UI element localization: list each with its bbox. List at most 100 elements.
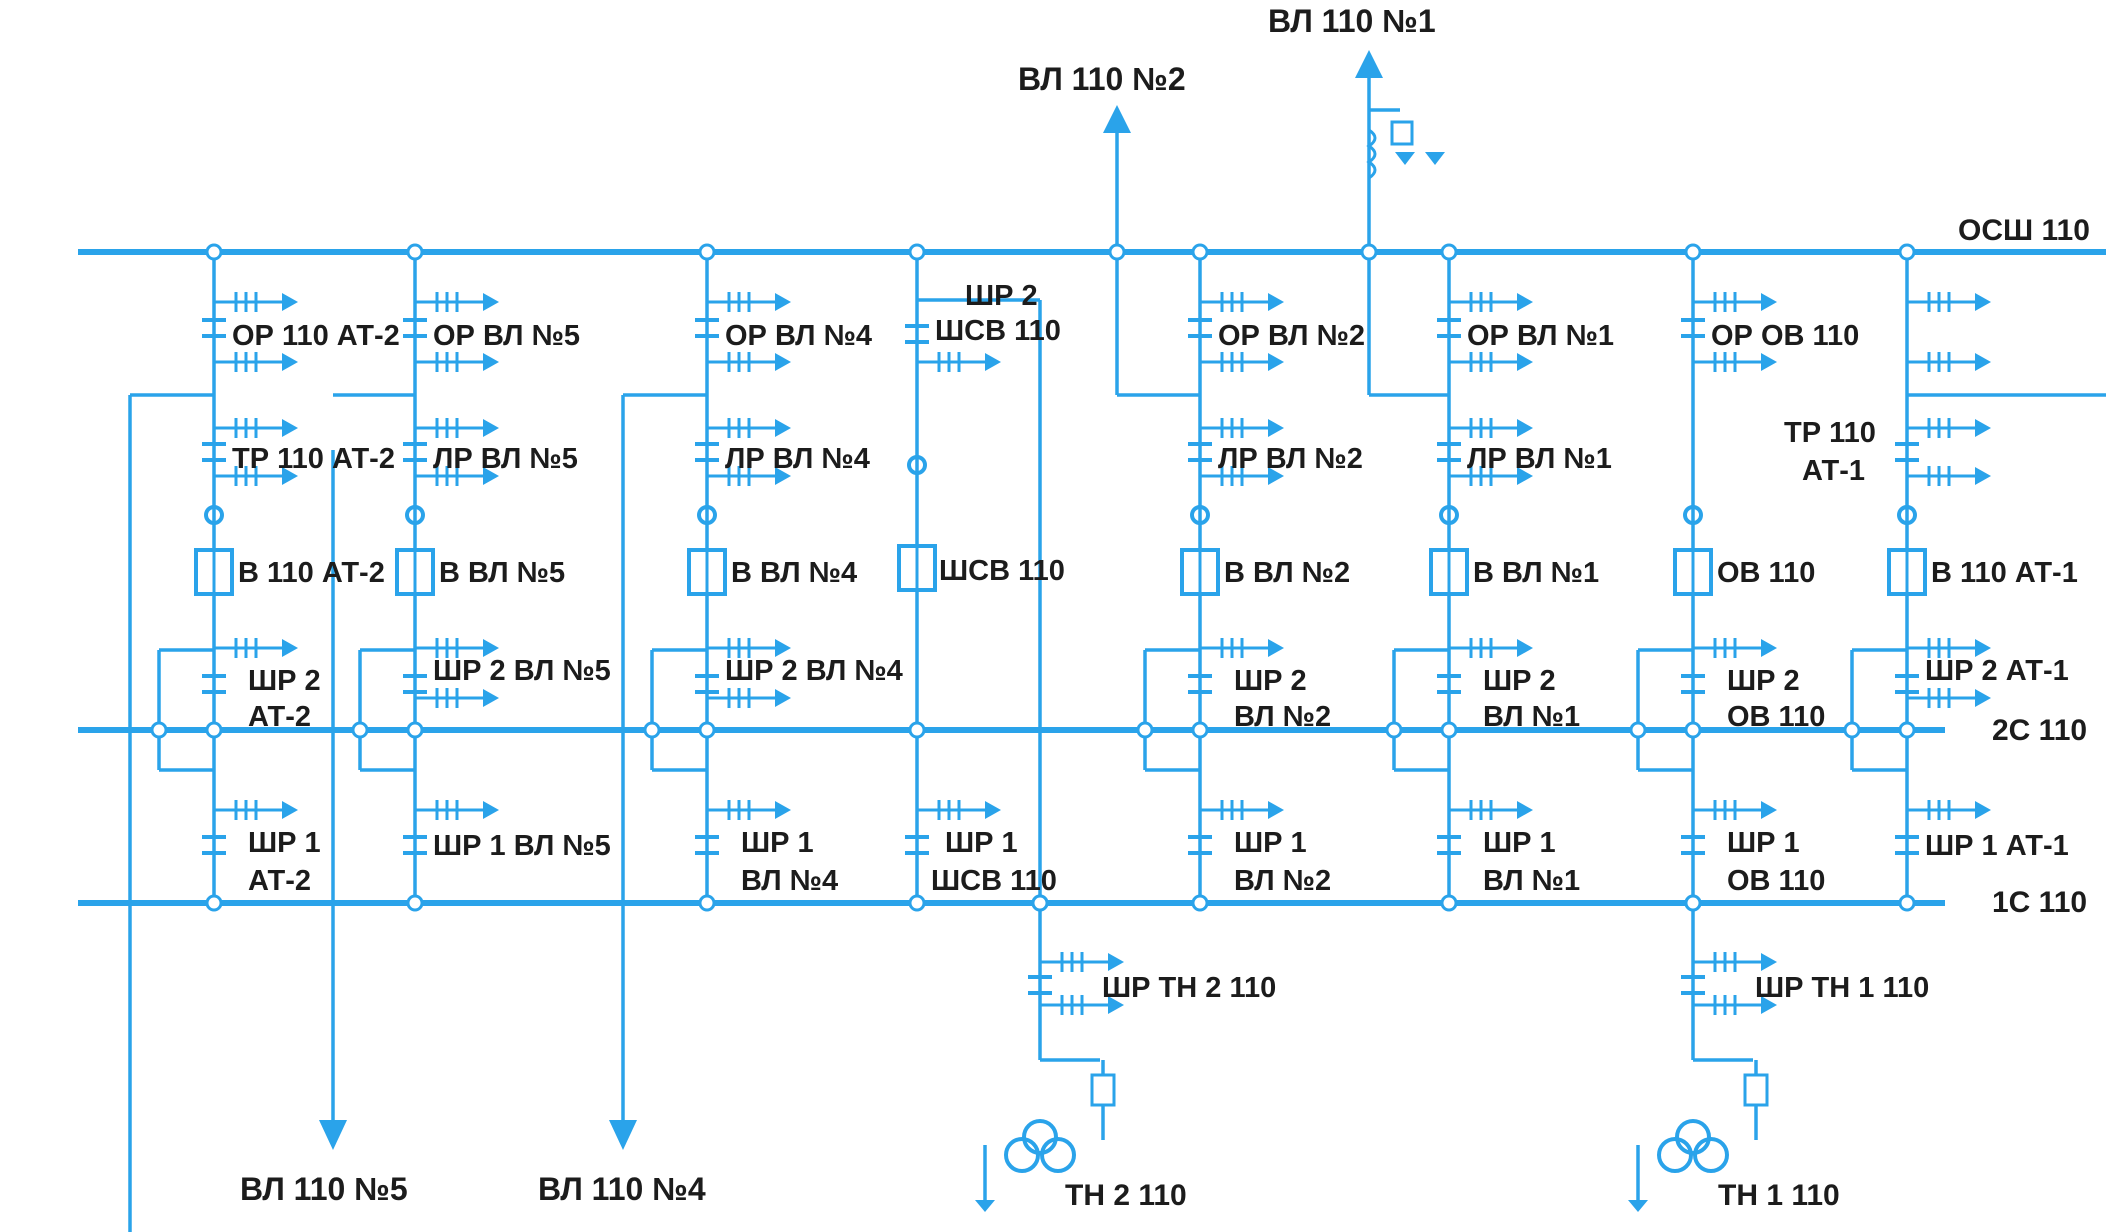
- bus2-disconnector: [202, 674, 226, 694]
- bay-shr2-label: ВЛ №1: [1483, 701, 1580, 733]
- bus2-disconnector: [1681, 674, 1705, 694]
- earth-switch-lower: [1449, 466, 1533, 486]
- earth-arrow: [1268, 293, 1284, 311]
- bay-shr2-label: ШР 2: [1727, 665, 1800, 697]
- junction-node: [1440, 894, 1458, 912]
- earth-switch-lower: [415, 466, 499, 486]
- earth-arrow: [1761, 639, 1777, 657]
- junction-node: [1843, 721, 1861, 739]
- earth-arrow: [1517, 467, 1533, 485]
- line-disconnector: [695, 442, 719, 462]
- bay-breaker-label: В 110 АТ-1: [1931, 557, 2078, 589]
- bay-breaker-label: В ВЛ №4: [731, 557, 857, 589]
- junction-node: [1108, 243, 1126, 261]
- earth-arrow: [282, 353, 298, 371]
- bay-or-label: ОР ВЛ №1: [1467, 320, 1614, 352]
- earth-arrow: [1268, 639, 1284, 657]
- ground-icon: [1628, 1200, 1648, 1212]
- earth-switch-upper: [1907, 418, 1991, 438]
- line-disconnector: [1437, 442, 1461, 462]
- bus1-disconnector: [1188, 835, 1212, 855]
- earth-switch-lower: [1200, 352, 1284, 372]
- junction-node: [1191, 894, 1209, 912]
- earth-switch-upper: [1693, 638, 1777, 658]
- coupler-breaker-label: ШСВ 110: [939, 555, 1065, 587]
- bay-shr1-label: ШР 1 АТ-1: [1925, 830, 2069, 862]
- junction-node: [908, 243, 926, 261]
- earth-switch-lower: [707, 466, 791, 486]
- earth-switch-upper: [1693, 292, 1777, 312]
- earth-switch-upper: [214, 292, 298, 312]
- bypass-disconnector: [1188, 318, 1212, 338]
- vt-disconnector: [1681, 975, 1705, 995]
- bus2-disconnector: [1188, 674, 1212, 694]
- earth-arrow: [282, 467, 298, 485]
- bay-shr2-label: ШР 2: [1483, 665, 1556, 697]
- earth-switch-upper: [415, 292, 499, 312]
- junction-node: [1684, 243, 1702, 261]
- bay-or-label: ОР ВЛ №5: [433, 320, 580, 352]
- earth-arrow: [1761, 293, 1777, 311]
- earth-arrow: [483, 689, 499, 707]
- earth-arrow: [985, 801, 1001, 819]
- earth-switch-lower: [1693, 995, 1777, 1015]
- vt-disconnector: [1028, 975, 1052, 995]
- line-disconnector: [202, 442, 226, 462]
- line-trap-icon: [1366, 128, 1377, 180]
- junction-node: [205, 721, 223, 739]
- current-transformer-icon: [697, 505, 717, 525]
- bay-shr1-label: ВЛ №2: [1234, 865, 1331, 897]
- junction-node: [205, 894, 223, 912]
- junction-node: [698, 243, 716, 261]
- earth-arrow: [1975, 353, 1991, 371]
- junction-node: [1629, 721, 1647, 739]
- earth-switch-lower: [1449, 352, 1533, 372]
- junction-node: [1136, 721, 1154, 739]
- earth-switch-lower: [415, 352, 499, 372]
- earth-arrow: [1268, 419, 1284, 437]
- earth-arrow: [1517, 293, 1533, 311]
- bay-tr-label: ТР 110: [1784, 417, 1876, 449]
- bay-shr1-label: ШР 1 ВЛ №5: [433, 830, 611, 862]
- junction-node: [205, 243, 223, 261]
- earth-switch-upper: [1200, 418, 1284, 438]
- bay-shr1-label: ШР 1: [1727, 827, 1800, 859]
- earth-switch-upper: [1693, 800, 1777, 820]
- earth-arrow: [1761, 353, 1777, 371]
- earth-arrow: [1517, 801, 1533, 819]
- bay-shr2-label: АТ-2: [248, 701, 311, 733]
- current-transformer-icon: [907, 455, 927, 475]
- bay-shr2-label: ШР 2: [248, 665, 321, 697]
- bay-shr2-label: ОВ 110: [1727, 701, 1825, 733]
- current-transformer-icon: [1190, 505, 1210, 525]
- bay-shr2-label: ШР 2 ВЛ №5: [433, 655, 611, 687]
- vt-label: ТН 2 110: [1065, 1179, 1187, 1212]
- earth-switch-upper: [1449, 292, 1533, 312]
- earth-switch-lower: [1907, 688, 1991, 708]
- earth-arrow: [483, 419, 499, 437]
- bay-shr2-label: ВЛ №2: [1234, 701, 1331, 733]
- junction-node: [1898, 894, 1916, 912]
- earth-switch-upper: [415, 800, 499, 820]
- bypass-disconnector: [403, 318, 427, 338]
- bus1-label: 1С 110: [1992, 886, 2087, 919]
- earth-switch-upper: [707, 800, 791, 820]
- bay-breaker-label: В 110 АТ-2: [238, 557, 385, 589]
- junction-node: [351, 721, 369, 739]
- earth-switch-lower: [1693, 352, 1777, 372]
- earth-switch-lower: [214, 466, 298, 486]
- vt-winding-icon: [1040, 1137, 1076, 1173]
- earth-switch-upper: [1693, 952, 1777, 972]
- bus2-disconnector: [1895, 674, 1919, 694]
- ground-icon: [1395, 152, 1415, 165]
- earth-switch-upper: [1907, 292, 1991, 312]
- current-transformer-icon: [1439, 505, 1459, 525]
- bay-shr1-label: ШР 1: [1234, 827, 1307, 859]
- earth-arrow: [1975, 293, 1991, 311]
- junction-node: [406, 894, 424, 912]
